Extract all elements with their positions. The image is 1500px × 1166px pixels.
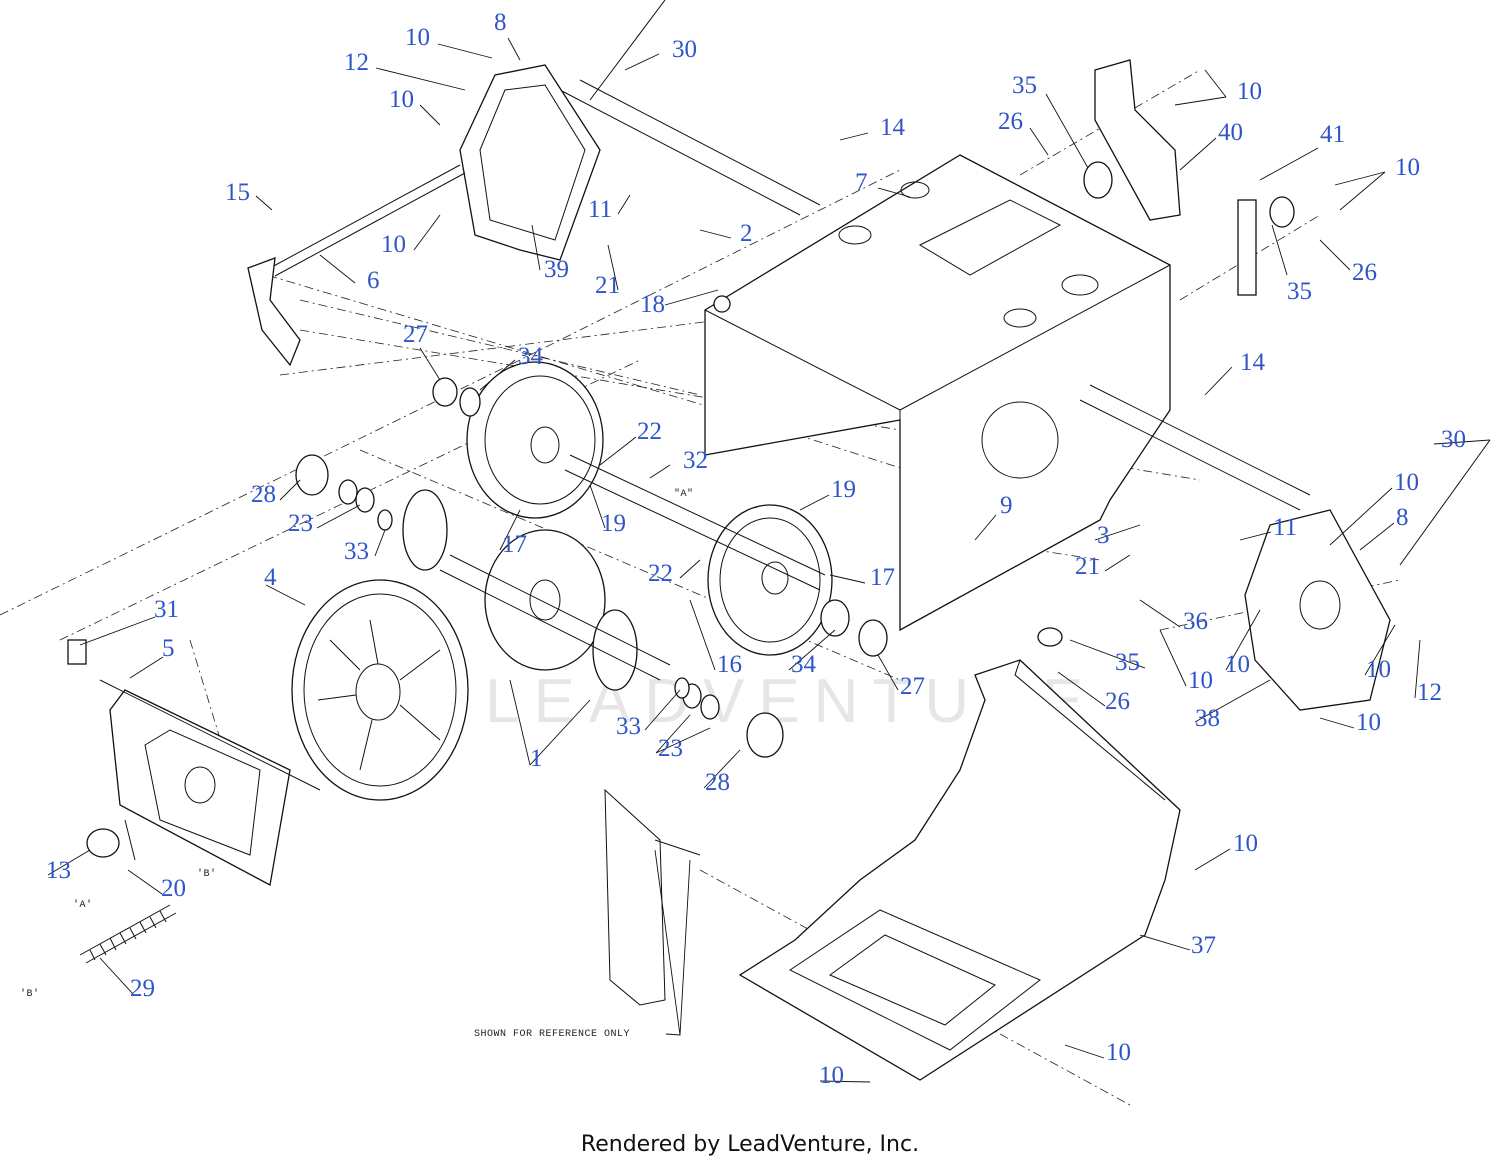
extension-spring: [79, 904, 177, 964]
part-callout-label: 38: [1195, 705, 1220, 732]
part-callout-label: 26: [1105, 688, 1130, 715]
part-callout-label: 17: [502, 531, 527, 558]
part-callout-label: 10: [1237, 78, 1262, 105]
part-callout-label: 34: [791, 651, 817, 678]
part-callout-label: 10: [1188, 667, 1213, 694]
idler-plate: [86, 679, 321, 886]
part-callout-label: 30: [672, 36, 697, 63]
part-callout-label: 13: [46, 857, 71, 884]
part-callout-label: 32: [683, 447, 708, 474]
part-callout-label: 28: [705, 769, 730, 796]
bearings-washers: [67, 161, 1295, 758]
part-callout-label: 26: [998, 108, 1023, 135]
part-callout-label: 27: [403, 321, 428, 348]
reference-plate: [604, 788, 701, 1006]
part-callout-label: 37: [1191, 932, 1216, 959]
reference-mark: 'B': [20, 988, 40, 1000]
part-callout-label: 31: [154, 596, 179, 623]
part-callout-label: 10: [1394, 469, 1419, 496]
part-callout-label: 3: [1097, 522, 1110, 549]
reference-marks: "A" 'A' 'B' 'B' SHOWN FOR REFERENCE ONLY: [20, 488, 694, 1040]
part-callout-label: 19: [601, 510, 626, 537]
part-callout-label: 2: [740, 220, 753, 247]
part-callout-label: 6: [367, 267, 380, 294]
part-callout-label: 14: [1240, 349, 1266, 376]
shift-shaft: [247, 164, 466, 367]
part-callout-label: 1: [530, 745, 543, 772]
part-callout-label: 10: [1366, 656, 1391, 683]
part-callout-label: 10: [819, 1062, 844, 1089]
pulley: [291, 579, 469, 801]
reference-mark: 'B': [197, 868, 217, 880]
part-callout-label: 20: [161, 875, 186, 902]
part-callout-label: 34: [518, 343, 544, 370]
part-callout-label: 17: [870, 564, 895, 591]
part-callout-label: 10: [381, 231, 406, 258]
part-callout-label: 30: [1441, 426, 1466, 453]
part-callout-label: 8: [494, 9, 507, 36]
part-callout-label: 29: [130, 975, 155, 1002]
part-callout-label: 21: [595, 272, 620, 299]
part-callout-label: 10: [1356, 709, 1381, 736]
part-callout-label: 10: [1233, 830, 1258, 857]
part-callout-label: 10: [1106, 1039, 1131, 1066]
part-callout-label: 35: [1287, 278, 1312, 305]
part-callout-label: 22: [637, 418, 662, 445]
part-callout-label: 27: [900, 673, 925, 700]
part-callout-label: 28: [251, 481, 276, 508]
part-callout-label: 33: [616, 713, 641, 740]
part-callout-label: 23: [658, 735, 683, 762]
part-callout-label: 9: [1000, 492, 1013, 519]
part-callout-label: 10: [1395, 154, 1420, 181]
part-callout-label: 18: [640, 291, 665, 318]
part-callout-label: 33: [344, 538, 369, 565]
gears: [402, 361, 833, 691]
part-callout-label: 11: [588, 196, 612, 223]
part-callout-label: 39: [544, 256, 569, 283]
part-callout-label: 22: [648, 560, 673, 587]
part-callout-label: 35: [1115, 649, 1140, 676]
part-callout-label: 19: [831, 476, 856, 503]
part-callout-label: 23: [288, 510, 313, 537]
part-callout-label: 14: [880, 114, 906, 141]
part-callout-label: 21: [1075, 553, 1100, 580]
footer-credit: Rendered by LeadVenture, Inc.: [580, 1132, 920, 1157]
part-callout-label: 10: [1225, 651, 1250, 678]
reference-mark: 'A': [73, 899, 93, 911]
skid-pan: [738, 659, 1181, 1081]
part-callout-label: 15: [225, 179, 250, 206]
reference-mark: SHOWN FOR REFERENCE ONLY: [474, 1029, 630, 1040]
part-callout-label: 4: [264, 564, 277, 591]
part-callout-label: 26: [1352, 259, 1377, 286]
control-cables: [589, 0, 1491, 566]
brackets: [1094, 59, 1257, 296]
side-covers: [459, 64, 1391, 711]
part-callout-label: 5: [162, 635, 175, 662]
part-callout-label: 40: [1218, 119, 1243, 146]
part-callout-label: 12: [344, 49, 369, 76]
part-callout-label: 16: [717, 651, 742, 678]
frame-housing: [559, 79, 1311, 632]
part-callout-label: 10: [405, 24, 430, 51]
part-callout-label: 12: [1417, 679, 1442, 706]
part-callout-label: 11: [1273, 514, 1297, 541]
part-callout-label: 36: [1183, 608, 1208, 635]
part-callout-label: 8: [1396, 504, 1409, 531]
part-callout-label: 7: [855, 169, 868, 196]
part-callout-label: 35: [1012, 72, 1037, 99]
leader-lines: [47, 37, 1491, 1083]
reference-mark: "A": [674, 488, 694, 500]
part-callout-label: 10: [389, 86, 414, 113]
part-callout-label: 41: [1320, 121, 1345, 148]
